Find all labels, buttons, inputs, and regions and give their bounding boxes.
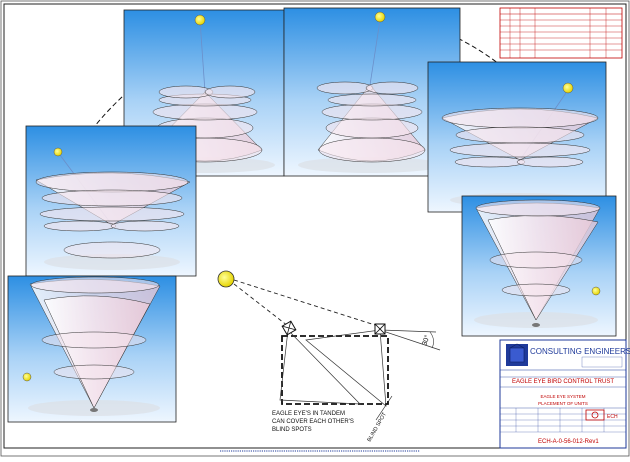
note-line-1: EAGLE EYE'S IN TANDEM: [272, 411, 345, 417]
firm-logo: [506, 343, 528, 366]
render-panel-3: [427, 61, 607, 213]
drawing-number: ECH-A-0-56-012-Rev1: [538, 439, 599, 445]
render-panel-6: [7, 275, 177, 423]
note-line-3: BLIND SPOTS: [272, 427, 312, 433]
angle-label: 30°: [420, 334, 431, 347]
eagle-eye-unit-b: [374, 323, 386, 335]
logo-mark-icon: ECH: [585, 409, 618, 421]
sun-icon: [217, 270, 235, 288]
firm-name: CONSULTING ENGINEERS: [530, 347, 630, 356]
revision-table: [499, 7, 623, 59]
inner-border: [3, 3, 627, 449]
sun-positions: [22, 11, 601, 382]
logo-mark-text: ECH: [607, 414, 618, 420]
client-name: EAGLE EYE BIRD CONTROL TRUST: [512, 379, 614, 385]
project-line-2: PLACEMENT OF UNITS: [538, 401, 588, 406]
plan-diagram: 30° BLIND SPOT EAGLE EYE'S IN TANDEM CAN…: [217, 270, 441, 443]
project-line-1: EAGLE EYE SYSTEM: [540, 394, 585, 399]
blind-spot-label: BLIND SPOT: [367, 411, 389, 443]
title-block: CONSULTING ENGINEERS EAGLE EYE BIRD CONT…: [499, 339, 630, 449]
render-panel-5: [25, 125, 197, 277]
render-panel-4: [461, 195, 617, 337]
eagle-eye-unit-a: [281, 320, 297, 336]
note-line-2: CAN COVER EACH OTHER'S: [272, 419, 354, 425]
coverage-area: [281, 335, 389, 405]
